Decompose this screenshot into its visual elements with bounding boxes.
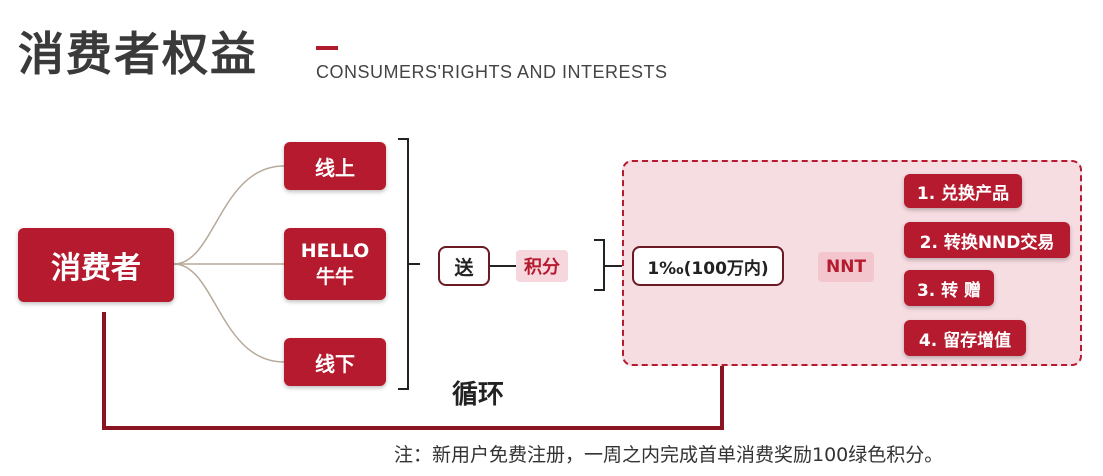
- rate-node: 1‰(100万内): [632, 246, 784, 286]
- loop-label: 循环: [452, 380, 505, 410]
- loop-line: [102, 306, 724, 430]
- channel-online: 线上: [284, 142, 386, 190]
- branch-offline: [173, 263, 285, 363]
- page-title: 消费者权益: [18, 27, 258, 81]
- option-transfer: 3. 转 赠: [904, 270, 994, 306]
- channel-hello-line1: HELLO: [300, 240, 370, 262]
- option-exchange-product: 1. 兑换产品: [904, 174, 1022, 208]
- channel-offline: 线下: [284, 338, 386, 386]
- title-accent-dash: [316, 46, 338, 50]
- channel-hello-line2: 牛牛: [315, 266, 354, 288]
- nnt-node: NNT: [818, 252, 874, 282]
- points-bracket: [594, 239, 605, 291]
- consumer-node: 消费者: [18, 228, 174, 302]
- page-subtitle: CONSUMERS'RIGHTS AND INTERESTS: [316, 62, 668, 82]
- option-hold-appreciate: 4. 留存增值: [904, 320, 1026, 356]
- footnote: 注：新用户免费注册，一周之内完成首单消费奖励100绿色积分。: [394, 444, 944, 466]
- channel-hello: HELLO 牛牛: [284, 228, 386, 300]
- branch-online: [173, 165, 285, 265]
- option-convert-nnd: 2. 转换NND交易: [904, 222, 1070, 258]
- send-node: 送: [438, 246, 490, 286]
- points-node: 积分: [516, 250, 568, 282]
- channels-bracket: [398, 138, 409, 390]
